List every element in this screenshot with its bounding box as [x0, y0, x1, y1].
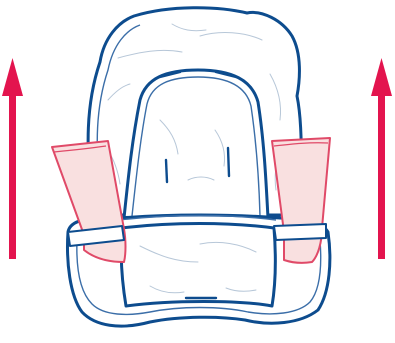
- front-flap: [121, 224, 275, 307]
- head-cushion-panel: [124, 70, 268, 218]
- right-strap-band: [274, 224, 326, 240]
- left-arrow-up-icon: [2, 58, 23, 259]
- right-arrow-up-icon: [371, 58, 392, 259]
